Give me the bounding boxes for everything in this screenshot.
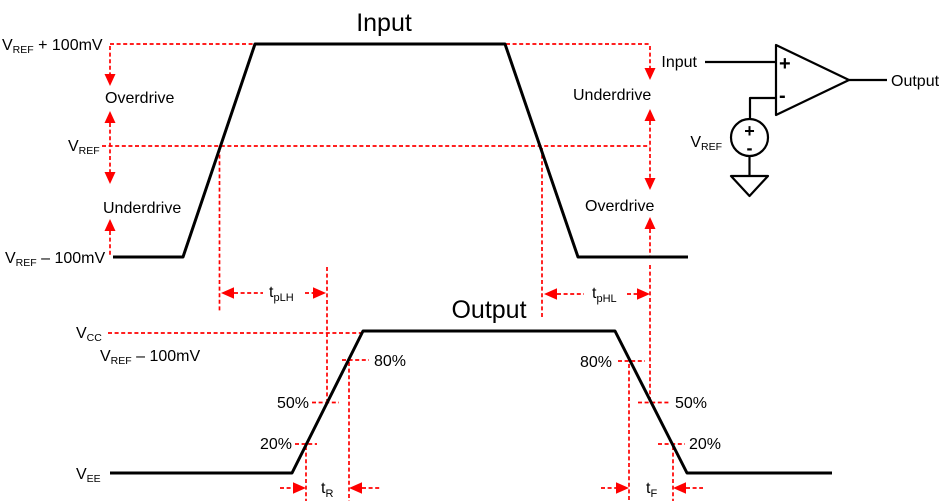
tplh-label: tpLH xyxy=(269,284,294,304)
underdrive-label-right: Underdrive xyxy=(573,87,651,104)
threshold-ticks xyxy=(295,359,685,445)
tplh-dimension xyxy=(221,287,326,299)
falling-20-label: 20% xyxy=(689,436,721,453)
vref-plus-level-label: VREF + 100mV xyxy=(2,37,103,56)
output-vref-minus-label: VREF – 100mV xyxy=(100,348,200,367)
arrow-up-icon xyxy=(104,219,116,231)
arrow-right-icon xyxy=(313,287,326,299)
source-minus-sign: - xyxy=(747,138,753,158)
arrow-up-icon xyxy=(644,109,656,121)
tf-label: tF xyxy=(646,480,657,500)
tf-dimension xyxy=(601,482,703,494)
inverting-sign: - xyxy=(779,85,786,107)
falling-80-label: 80% xyxy=(580,354,612,371)
overdrive-label-right: Overdrive xyxy=(585,198,654,215)
rising-80-label: 80% xyxy=(374,353,406,370)
circuit-input-label: Input xyxy=(661,54,697,71)
output-plot-title: Output xyxy=(451,296,526,324)
circuit-output-label: Output xyxy=(891,73,940,90)
arrow-right-icon xyxy=(616,482,629,494)
falling-50-label: 50% xyxy=(675,395,707,412)
arrow-up-icon xyxy=(104,111,116,123)
rising-50-label: 50% xyxy=(277,395,309,412)
output-waveform xyxy=(110,329,832,475)
arrow-left-icon xyxy=(673,482,686,494)
arrow-right-icon xyxy=(637,288,650,300)
rising-20-label: 20% xyxy=(260,436,292,453)
overdrive-label-left: Overdrive xyxy=(105,90,174,107)
vee-level-label: VEE xyxy=(76,466,101,485)
input-plot-title: Input xyxy=(356,9,412,37)
arrow-left-icon xyxy=(544,288,557,300)
arrow-up-icon xyxy=(644,217,656,229)
tphl-dimension xyxy=(544,288,650,300)
overdrive-underdrive-arrows-left xyxy=(104,46,116,257)
tphl-label: tpHL xyxy=(592,285,617,305)
comparator-circuit xyxy=(705,43,887,198)
inverting-input-wire xyxy=(748,96,776,119)
overdrive-underdrive-arrows-right xyxy=(644,46,656,402)
arrow-left-icon xyxy=(349,482,362,494)
tr-label: tR xyxy=(321,480,333,500)
arrow-down-icon xyxy=(104,172,116,184)
vcc-level-label: VCC xyxy=(76,325,102,344)
level-lines xyxy=(102,43,650,334)
tr-dimension xyxy=(280,482,381,494)
noninverting-sign: + xyxy=(779,53,791,75)
arrow-down-icon xyxy=(644,178,656,190)
source-plus-sign: + xyxy=(744,121,755,141)
vref-level-label: VREF xyxy=(68,138,100,157)
arrow-down-icon xyxy=(644,68,656,80)
vref-minus-level-label: VREF – 100mV xyxy=(5,250,105,269)
guide-lines xyxy=(218,148,674,501)
ground-icon xyxy=(729,174,770,198)
underdrive-label-left: Underdrive xyxy=(103,200,181,217)
input-waveform xyxy=(113,42,688,259)
arrow-left-icon xyxy=(221,287,234,299)
arrow-right-icon xyxy=(293,482,306,494)
arrow-down-icon xyxy=(104,74,116,86)
comparator-triangle xyxy=(774,43,851,117)
circuit-vref-label: VREF xyxy=(690,134,722,153)
